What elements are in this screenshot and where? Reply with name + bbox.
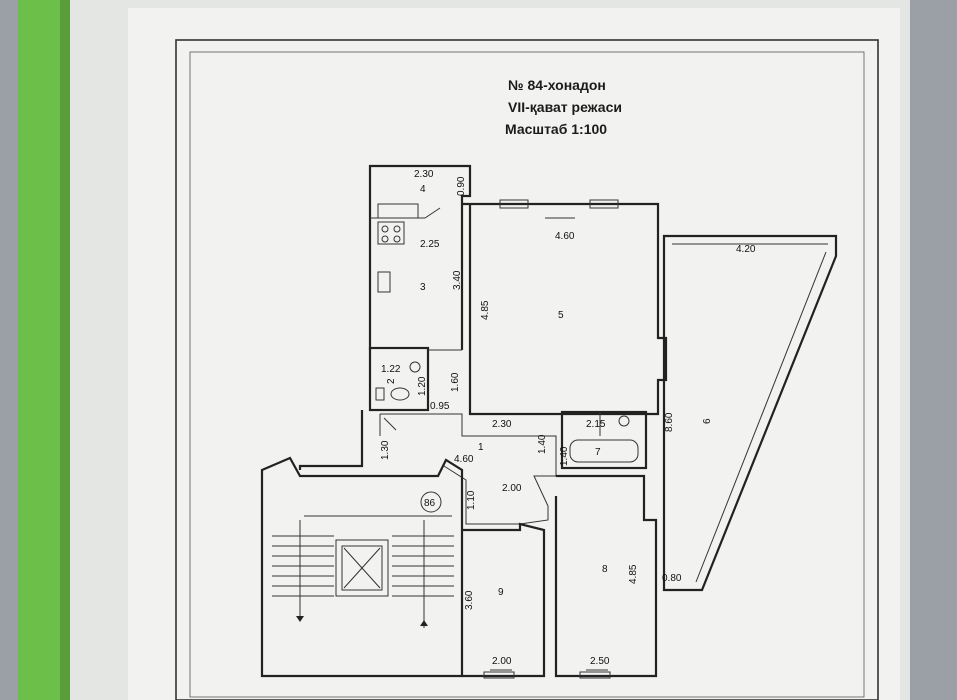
elevator-shaft: [335, 539, 389, 597]
dim-2-15: 2.15: [586, 419, 606, 430]
wall-balcony-6: [662, 234, 838, 592]
dim-1-22: 1.22: [381, 364, 401, 375]
dim-2-50: 2.50: [590, 656, 610, 667]
basin-icon: [409, 361, 421, 373]
wall-room-2: [368, 346, 430, 412]
dim-0-80: 0.80: [662, 573, 682, 584]
dim-2-30-hall: 2.30: [492, 419, 512, 430]
room-8-number: 8: [602, 564, 608, 575]
dim-1-10: 1.10: [466, 490, 477, 510]
stair-badge: 86: [424, 498, 436, 509]
dim-1-40-a: 1.40: [537, 434, 548, 454]
room-9-number: 9: [498, 587, 504, 598]
frame-outer: [175, 39, 879, 700]
dim-2-00-hall: 2.00: [502, 483, 522, 494]
dim-1-60: 1.60: [450, 372, 461, 392]
counter: [377, 203, 419, 219]
window-r5-a: [499, 199, 529, 209]
dim-4-85-r5: 4.85: [480, 300, 491, 320]
arrow-up-icon: [420, 620, 428, 626]
sink-icon: [377, 271, 391, 293]
stairs-right: [392, 520, 454, 628]
arrow-down-icon: [296, 616, 304, 622]
room-6-number: 6: [702, 418, 713, 424]
dim-4-60-top: 4.60: [555, 231, 575, 242]
room-2-number: 2: [386, 378, 397, 384]
room-3-number: 3: [420, 282, 426, 293]
frame-inner: [189, 51, 865, 698]
dim-4-20: 4.20: [736, 244, 756, 255]
wall-room-8: [554, 474, 658, 678]
dim-0-95: 0.95: [430, 401, 450, 412]
stove-icon: [377, 221, 405, 245]
wall-room-7: [560, 410, 648, 470]
window-r5-b: [589, 199, 619, 209]
dim-0-90: 0.90: [456, 176, 467, 196]
room-7-number: 7: [595, 447, 601, 458]
dim-3-60: 3.60: [464, 590, 475, 610]
floor-subtitle: VII-қават режаси: [508, 99, 622, 115]
room-1-number: 1: [478, 442, 484, 453]
wall-room-9: [462, 522, 546, 678]
wall-hall-1: [298, 410, 364, 470]
toilet-icon: [390, 387, 410, 401]
wall-room-5: [462, 202, 668, 416]
wall-room-4-3: [368, 164, 472, 350]
partition-4-3b: [424, 207, 441, 219]
room-5-number: 5: [558, 310, 564, 321]
dim-3-40: 3.40: [452, 270, 463, 290]
plan-title: № 84-хонадон: [508, 77, 606, 93]
dim-8-60: 8.60: [664, 412, 675, 432]
dim-4-60-hall: 4.60: [454, 454, 474, 465]
dim-2-30-top: 2.30: [414, 169, 434, 180]
scale-label: Масштаб 1:100: [505, 121, 607, 137]
dim-2-00-r9: 2.00: [492, 656, 512, 667]
dim-1-30: 1.30: [380, 440, 391, 460]
bathtub-icon: [569, 439, 639, 463]
stair-badge-circle: [420, 491, 442, 513]
stairs-left: [272, 520, 334, 616]
hall-outline: [380, 413, 557, 525]
paper-sheet: [128, 8, 900, 700]
dim-1-40-b: 1.40: [559, 446, 570, 466]
dim-1-20: 1.20: [417, 376, 428, 396]
dim-4-85-r8: 4.85: [628, 564, 639, 584]
wall-stairwell: [260, 456, 464, 678]
elevator-cross-b: [343, 547, 381, 589]
dim-2-25: 2.25: [420, 239, 440, 250]
room-4-number: 4: [420, 184, 426, 195]
